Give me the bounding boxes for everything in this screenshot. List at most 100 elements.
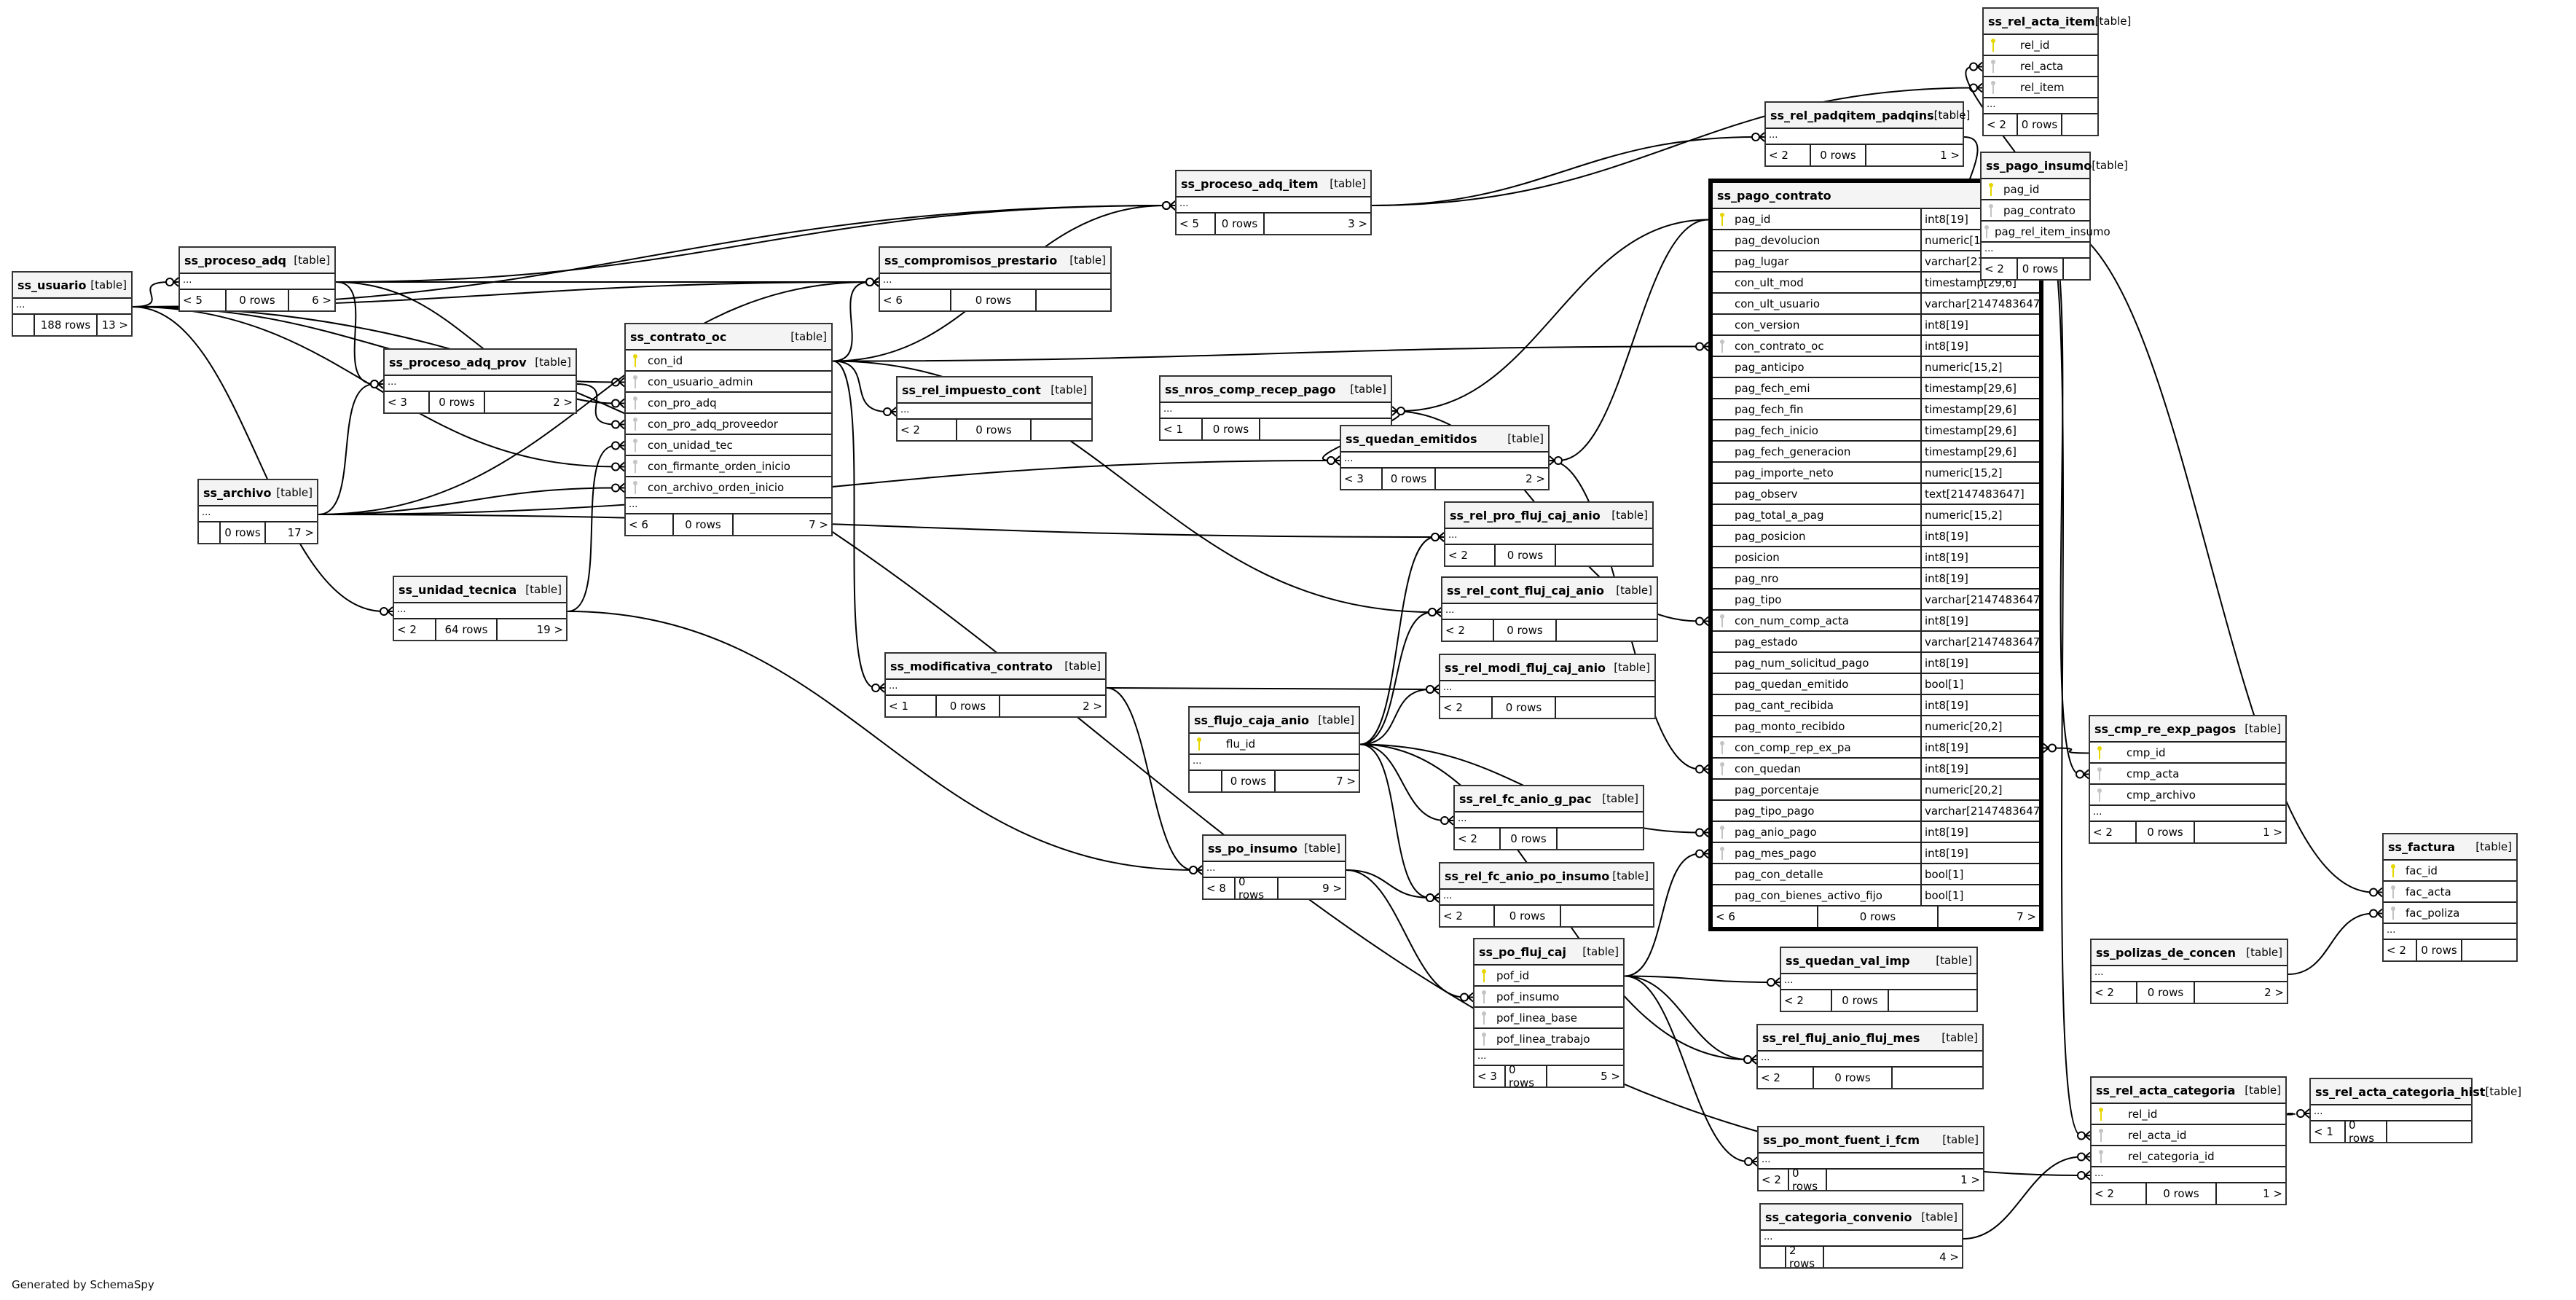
more-columns-ellipsis[interactable]: ... bbox=[199, 506, 317, 522]
table-name[interactable]: ss_contrato_oc bbox=[630, 329, 727, 344]
more-columns-ellipsis[interactable]: ... bbox=[626, 498, 831, 514]
more-columns-ellipsis[interactable]: ... bbox=[1761, 1231, 1962, 1247]
column-row[interactable]: cmp_acta bbox=[2090, 764, 2285, 785]
children-count-link[interactable] bbox=[1037, 290, 1110, 310]
table-name[interactable]: ss_po_fluj_caj bbox=[1479, 944, 1566, 959]
more-columns-ellipsis[interactable]: ... bbox=[1982, 243, 2089, 259]
column-row[interactable]: con_archivo_orden_inicio bbox=[626, 477, 831, 498]
table-name[interactable]: ss_pago_insumo bbox=[1986, 158, 2092, 173]
table-name[interactable]: ss_quedan_emitidos bbox=[1346, 431, 1477, 446]
table-header[interactable]: ss_rel_impuesto_cont[table] bbox=[898, 377, 1091, 404]
parents-count-link[interactable] bbox=[13, 315, 35, 335]
children-count-link[interactable]: 1 > bbox=[1960, 1173, 1980, 1186]
table-name[interactable]: ss_factura bbox=[2388, 839, 2456, 854]
column-row[interactable]: rel_acta_id bbox=[2092, 1125, 2285, 1146]
column-row[interactable]: fac_poliza bbox=[2384, 903, 2516, 924]
table-name[interactable]: ss_pago_contrato bbox=[1717, 188, 1831, 203]
table-header[interactable]: ss_pago_insumo[table] bbox=[1982, 153, 2128, 179]
table-header[interactable]: ss_rel_acta_categoria_hist[table] bbox=[2311, 1079, 2521, 1105]
children-count-link[interactable] bbox=[1557, 620, 1657, 641]
column-row[interactable]: con_unidad_tec bbox=[626, 435, 831, 456]
table-name[interactable]: ss_flujo_caja_anio bbox=[1194, 713, 1309, 727]
more-columns-ellipsis[interactable]: ... bbox=[385, 376, 576, 392]
column-row[interactable]: fac_acta bbox=[2384, 882, 2516, 903]
table-header[interactable]: ss_nros_comp_recep_pago[table] bbox=[1161, 377, 1391, 403]
table-name[interactable]: ss_rel_acta_categoria bbox=[2096, 1083, 2236, 1097]
children-count-link[interactable] bbox=[1556, 545, 1652, 565]
table-ss-pago-contrato[interactable]: ss_pago_contrato[table]pag_idint8[19]pag… bbox=[1708, 179, 2044, 931]
parents-count-link[interactable]: < 3 bbox=[1341, 469, 1383, 489]
more-columns-ellipsis[interactable]: ... bbox=[1203, 862, 1345, 878]
table-name[interactable]: ss_proceso_adq_item bbox=[1181, 176, 1319, 191]
more-columns-ellipsis[interactable]: ... bbox=[880, 274, 1110, 290]
children-count-link[interactable]: 7 > bbox=[809, 518, 828, 531]
column-row[interactable]: pag_id bbox=[1982, 179, 2089, 200]
table-name[interactable]: ss_rel_acta_categoria_hist bbox=[2315, 1084, 2486, 1099]
parents-count-link[interactable]: < 2 bbox=[2092, 1183, 2147, 1204]
table-header[interactable]: ss_rel_acta_categoria[table] bbox=[2092, 1078, 2285, 1104]
column-row[interactable]: con_pro_adq_proveedor bbox=[626, 414, 831, 435]
children-count-link[interactable]: 1 > bbox=[2263, 1187, 2282, 1200]
table-header[interactable]: ss_rel_pro_fluj_caj_anio[table] bbox=[1445, 503, 1652, 529]
table-header[interactable]: ss_flujo_caja_anio[table] bbox=[1190, 708, 1359, 734]
table-header[interactable]: ss_categoria_convenio[table] bbox=[1761, 1205, 1962, 1231]
table-header[interactable]: ss_rel_fc_anio_g_pac[table] bbox=[1455, 786, 1643, 812]
table-name[interactable]: ss_po_insumo bbox=[1208, 841, 1297, 855]
table-header[interactable]: ss_quedan_val_imp[table] bbox=[1781, 948, 1976, 974]
parents-count-link[interactable]: < 8 bbox=[1203, 878, 1236, 898]
table-header[interactable]: ss_compromisos_prestario[table] bbox=[880, 248, 1110, 274]
table-name[interactable]: ss_proceso_adq_prov bbox=[389, 355, 527, 369]
children-count-link[interactable]: 7 > bbox=[2017, 910, 2036, 923]
parents-count-link[interactable]: < 2 bbox=[2090, 822, 2137, 842]
table-name[interactable]: ss_rel_pro_fluj_caj_anio bbox=[1450, 508, 1601, 522]
more-columns-ellipsis[interactable]: ... bbox=[1474, 1050, 1623, 1066]
table-name[interactable]: ss_rel_acta_item bbox=[1988, 14, 2095, 28]
more-columns-ellipsis[interactable]: ... bbox=[1781, 974, 1976, 990]
children-count-link[interactable] bbox=[2064, 259, 2089, 279]
parents-count-link[interactable]: < 3 bbox=[385, 392, 430, 412]
children-count-link[interactable] bbox=[1032, 420, 1091, 440]
children-count-link[interactable] bbox=[1893, 1068, 1982, 1088]
table-header[interactable]: ss_rel_acta_item[table] bbox=[1984, 9, 2131, 35]
more-columns-ellipsis[interactable]: ... bbox=[1445, 529, 1652, 545]
table-header[interactable]: ss_quedan_emitidos[table] bbox=[1341, 426, 1548, 453]
table-name[interactable]: ss_rel_fc_anio_g_pac bbox=[1459, 791, 1592, 806]
children-count-link[interactable]: 2 > bbox=[1525, 472, 1545, 485]
children-count-link[interactable]: 7 > bbox=[1336, 775, 1356, 788]
children-count-link[interactable]: 2 > bbox=[553, 396, 573, 409]
more-columns-ellipsis[interactable]: ... bbox=[1440, 681, 1654, 697]
table-header[interactable]: ss_archivo[table] bbox=[199, 480, 317, 506]
table-name[interactable]: ss_unidad_tecnica bbox=[398, 582, 517, 597]
children-count-link[interactable] bbox=[1561, 906, 1653, 926]
table-name[interactable]: ss_nros_comp_recep_pago bbox=[1165, 382, 1336, 396]
more-columns-ellipsis[interactable]: ... bbox=[2090, 806, 2285, 822]
parents-count-link[interactable]: < 2 bbox=[1759, 1170, 1789, 1190]
table-name[interactable]: ss_cmp_re_exp_pagos bbox=[2094, 721, 2237, 736]
parents-count-link[interactable]: < 1 bbox=[2311, 1121, 2346, 1142]
column-row[interactable]: pof_linea_base bbox=[1474, 1008, 1623, 1029]
parents-count-link[interactable]: < 3 bbox=[1474, 1066, 1506, 1086]
